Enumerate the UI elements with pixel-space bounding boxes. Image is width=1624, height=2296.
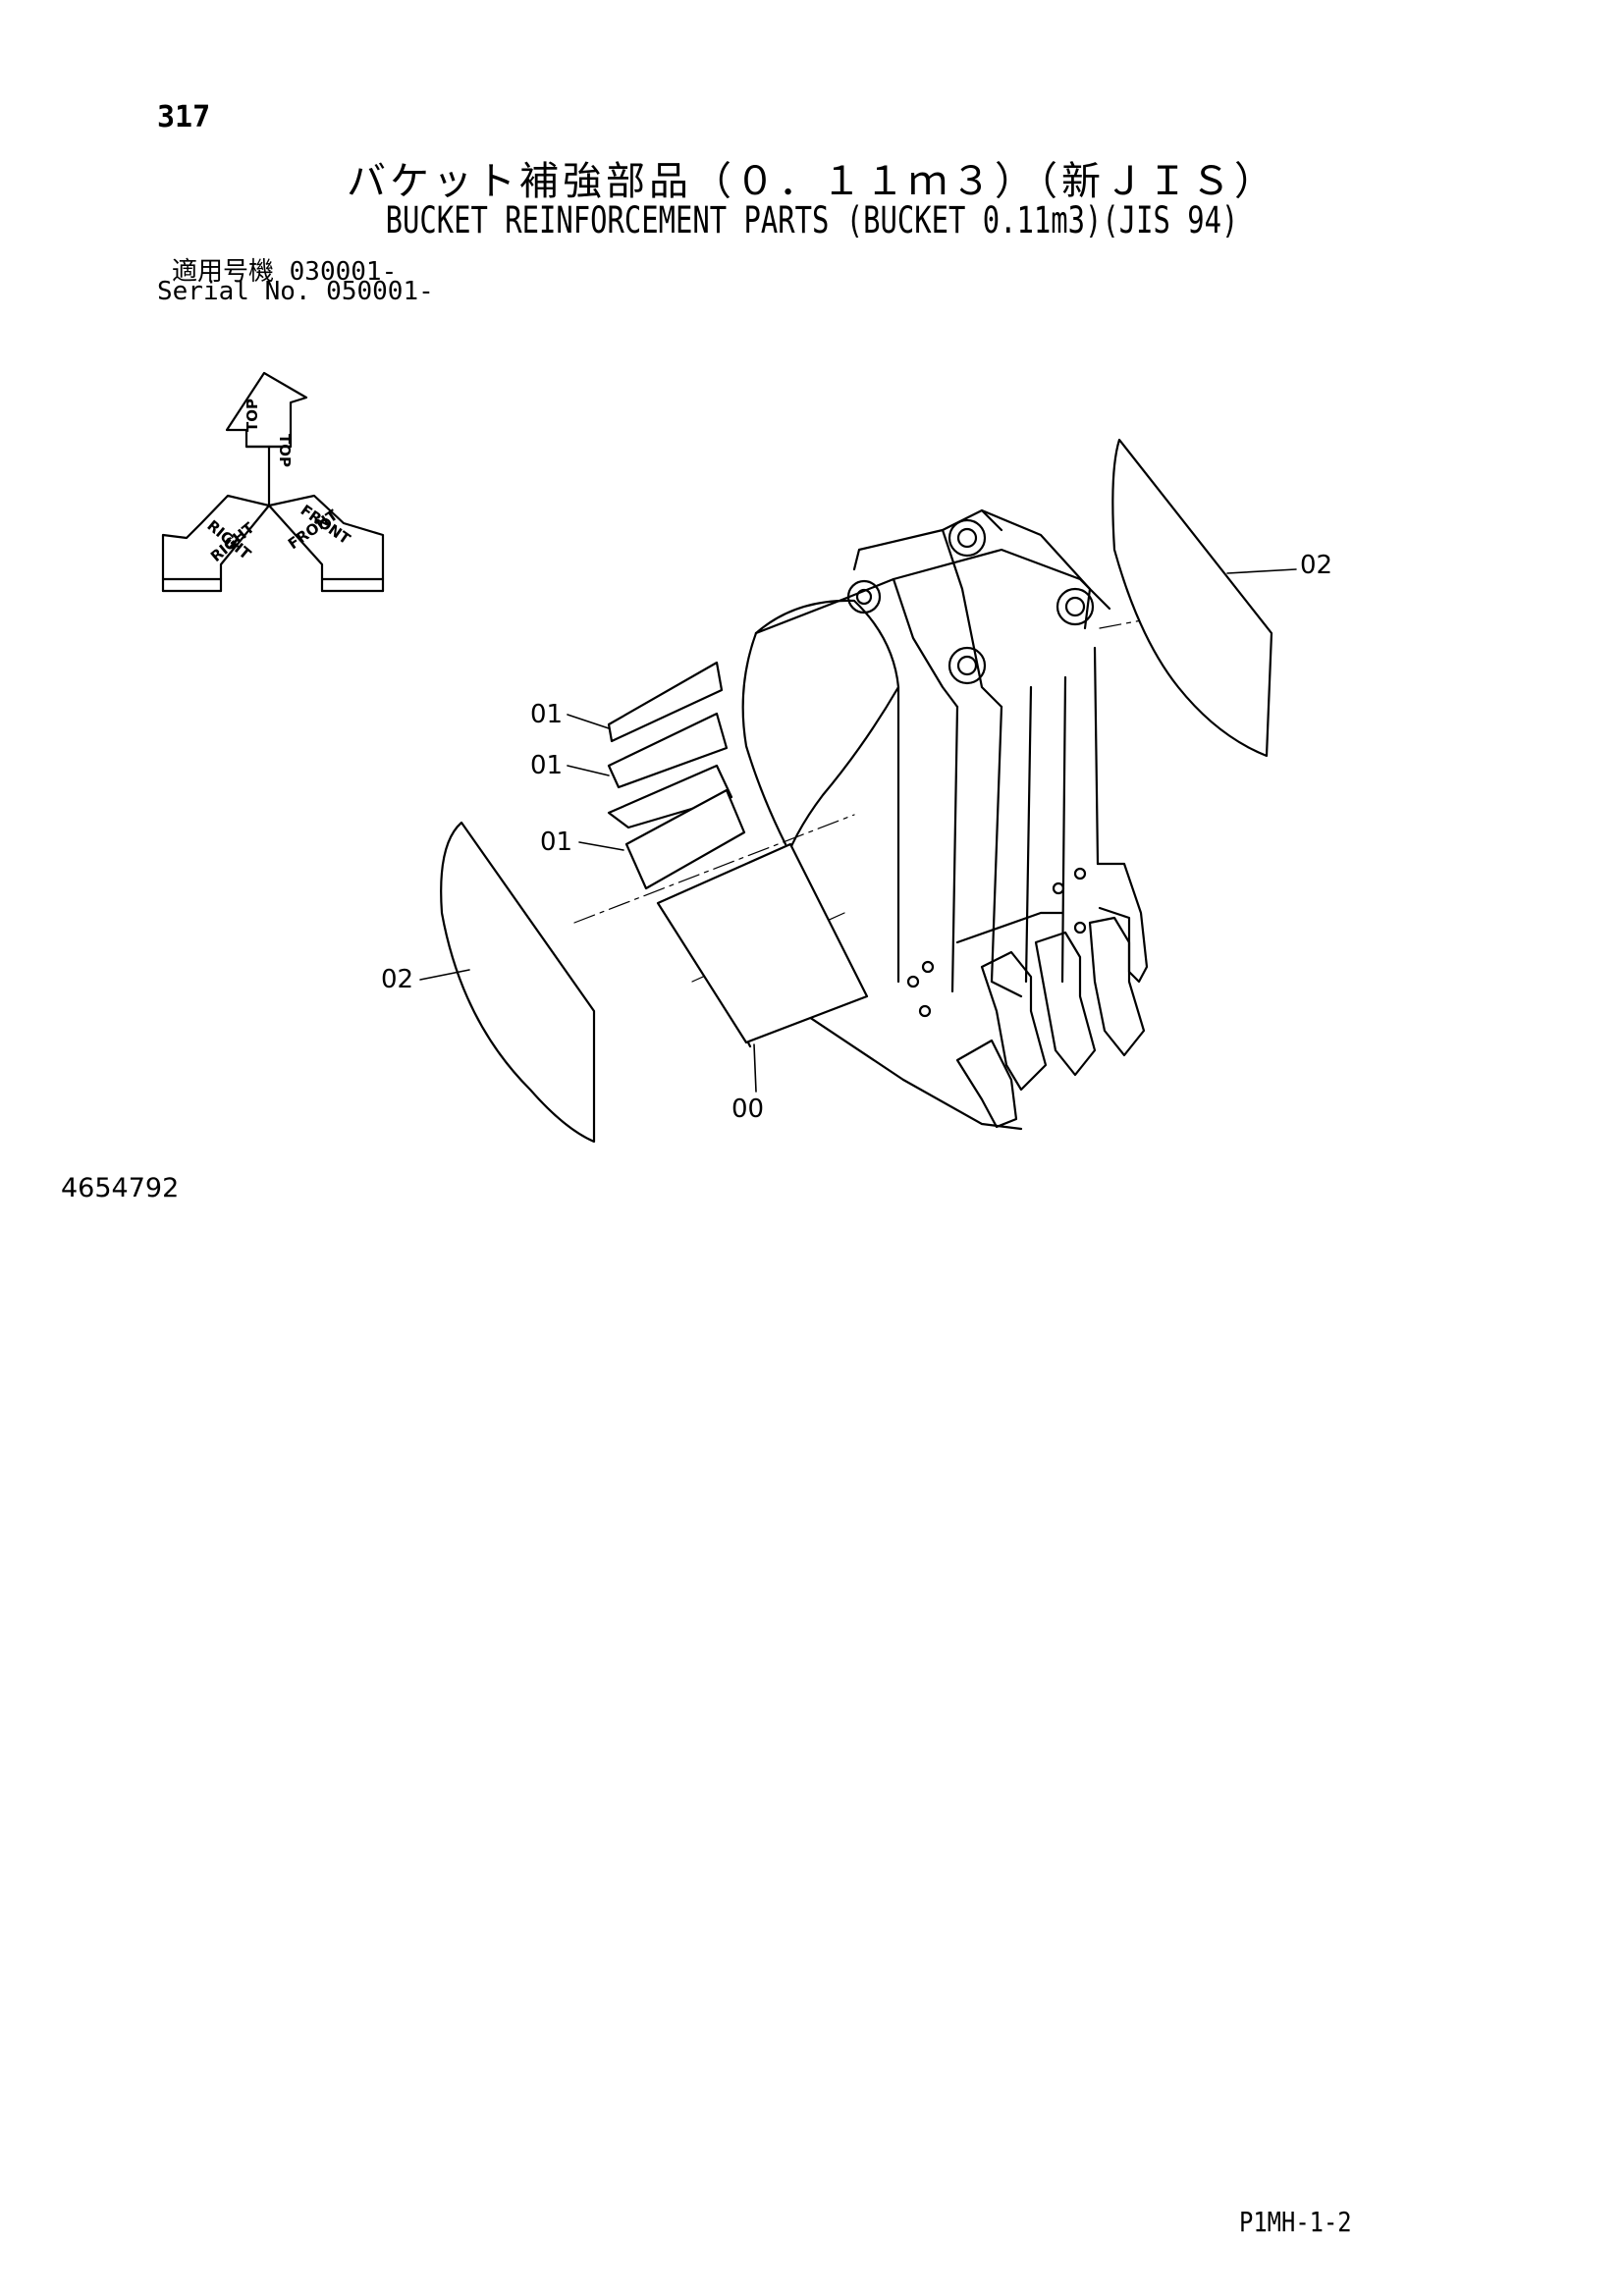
bucket-drawing [741,508,1149,1131]
callout-01-c: 01 [540,828,572,857]
page-code: P1MH-1-2 [1239,2206,1352,2238]
top-arrow-icon: TOP TOP [225,371,308,507]
top-label-1: TOP [244,399,261,432]
part-00-plate [656,842,869,1048]
callout-01-b: 01 [530,751,563,780]
title-english: BUCKET REINFORCEMENT PARTS (BUCKET 0.11m… [385,199,1239,241]
callout-02-right: 02 [1300,551,1332,580]
callout-01-a: 01 [530,700,563,729]
part-01-wear-strips [607,661,746,890]
part-02-side-plate-right [1111,438,1273,758]
drawing-number: 4654792 [61,1173,180,1203]
parts-diagram: TOP TOP RIGHT RIGHT FRONT FRONT [161,371,1332,1144]
leader-lines [419,568,1297,1093]
orientation-indicator: TOP TOP RIGHT RIGHT FRONT FRONT [161,371,385,593]
callout-02-left: 02 [381,965,413,994]
title-japanese: バケット補強部品（０．１１ｍ３）（新ＪＩＳ） [347,159,1277,204]
page-number: 317 [157,100,211,134]
serial-range-japanese: 適用号機 030001- [172,257,398,287]
front-arrow-icon: FRONT FRONT [267,494,385,593]
serial-range-english: Serial No. 050001- [157,277,434,306]
top-label-2: TOP [276,434,294,467]
callout-00: 00 [731,1095,764,1124]
right-arrow-icon: RIGHT RIGHT [161,494,271,593]
part-02-side-plate-left [440,821,596,1144]
